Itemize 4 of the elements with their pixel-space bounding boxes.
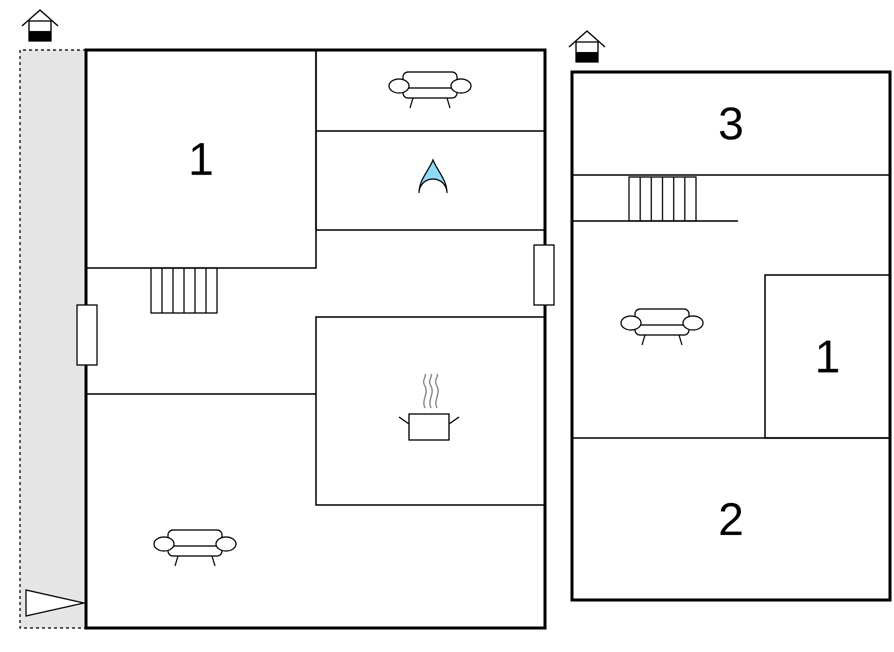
- room-box: 2: [571, 437, 891, 601]
- room-box: 3: [571, 71, 891, 176]
- room-box: 1: [764, 274, 891, 439]
- room-box: 1: [85, 49, 317, 269]
